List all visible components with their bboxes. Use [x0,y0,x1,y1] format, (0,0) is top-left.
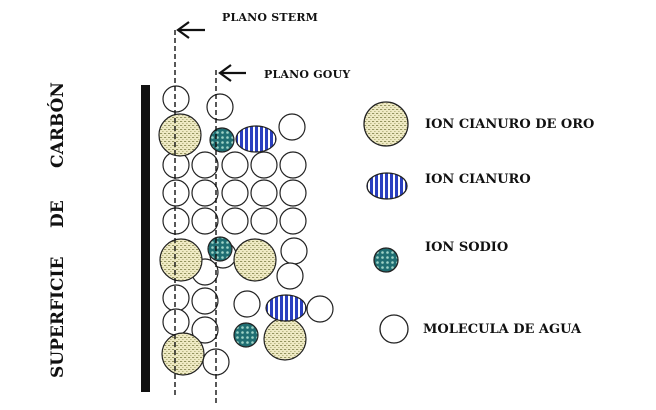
water-molecule [162,85,190,113]
water-molecule [191,316,219,344]
legend-label-water: MOLECULA DE AGUA [423,322,582,337]
gold-cyanide-ion [158,113,202,157]
gold-cyanide-ion [161,332,205,376]
sodium-ion [233,322,259,348]
water-molecule [279,179,307,207]
water-molecule [162,179,190,207]
water-molecule [221,207,249,235]
sodium-ion [207,236,233,262]
water-molecule [278,113,306,141]
water-molecule [191,179,219,207]
water-molecule [221,179,249,207]
water-molecule-icon [379,314,409,344]
water-molecule [162,308,190,336]
legend-icons [363,101,409,344]
surface-label-word3: CARBÓN [48,82,68,168]
gold-cyanide-ion-icon [363,101,409,147]
water-molecule [191,207,219,235]
water-molecule [279,151,307,179]
gouy-plane-label: PLANO GOUY [264,68,351,81]
sodium-ion-icon [373,247,399,273]
water-molecule [206,93,234,121]
molecule-layer [158,85,334,376]
surface-label-word1: SUPERFICIE [48,256,68,378]
legend-label-sodium: ION SODIO [425,240,509,255]
water-molecule [279,207,307,235]
sodium-ion [209,127,235,153]
gold-cyanide-ion [233,238,277,282]
cyanide-ion-icon [366,172,408,200]
carbon-surface-bar [141,85,150,392]
water-molecule [162,284,190,312]
water-molecule [250,151,278,179]
stern-arrow-icon [176,21,205,39]
water-molecule [191,151,219,179]
stern-plane-label: PLANO STERM [222,11,319,24]
legend-label-gold-cyanide: ION CIANURO DE ORO [425,117,595,132]
gold-cyanide-ion [159,238,203,282]
legend-label-cyanide: ION CIANURO [425,172,531,187]
cyanide-ion [235,125,277,153]
gold-cyanide-ion [263,317,307,361]
gouy-arrow-icon [218,64,246,82]
water-molecule [306,295,334,323]
water-molecule [233,290,261,318]
water-molecule [280,237,308,265]
water-molecule [221,151,249,179]
water-molecule [162,207,190,235]
water-molecule [276,262,304,290]
water-molecule [191,287,219,315]
water-molecule [250,207,278,235]
surface-label-word2: DE [48,200,68,228]
cyanide-ion [265,294,307,322]
water-molecule [250,179,278,207]
